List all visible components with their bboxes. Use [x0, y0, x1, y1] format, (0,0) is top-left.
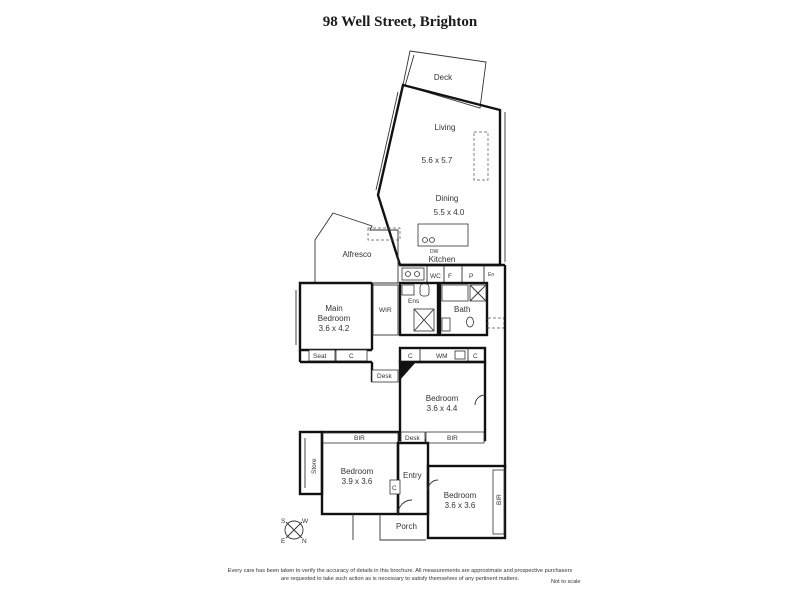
dining-size: 5.5 x 4.0 — [434, 208, 465, 217]
bath-vanity — [441, 317, 451, 332]
alfresco-outline — [314, 212, 399, 284]
bedroom-2-door-swing — [474, 394, 486, 406]
bedroom-4-size: 3.6 x 3.6 — [445, 501, 476, 510]
wm-label: WM — [436, 353, 448, 360]
cooktop-burner-2 — [414, 271, 420, 277]
hall-desk — [371, 369, 399, 383]
living-size: 5.6 x 5.7 — [422, 156, 453, 165]
wir-label: WIR — [379, 307, 392, 314]
living-skylight — [473, 131, 489, 181]
laundry-c-right: C — [473, 353, 478, 360]
porch-outline — [379, 514, 426, 541]
island-sink-right — [429, 237, 435, 243]
hall-desk-label: Desk — [377, 373, 393, 380]
compass-n: N — [302, 538, 307, 545]
bath-room-walls — [438, 281, 489, 337]
ensuite-vanity — [401, 284, 415, 296]
bedroom-2-size: 3.6 x 4.4 — [427, 404, 458, 413]
bedroom-2-bir — [425, 431, 485, 444]
bath-label: Bath — [454, 305, 470, 314]
seat-label: Seat — [313, 353, 327, 360]
bedroom-4-label: Bedroom — [444, 491, 477, 500]
island-sink-left — [422, 237, 428, 243]
disclaimer-line-1: Every care has been taken to verify the … — [227, 568, 573, 574]
entry-cupboard-label: C — [392, 485, 397, 492]
dw-label: DW — [430, 249, 439, 255]
disclaimer-line-2: are requested to take such action as is … — [280, 576, 520, 582]
compass-e: E — [281, 538, 286, 545]
alfresco-label: Alfresco — [343, 250, 372, 259]
bedroom-2-desk-label: Desk — [405, 435, 421, 442]
bedroom-2-label: Bedroom — [426, 394, 459, 403]
disclaimer: Every care has been taken to verify the … — [150, 567, 650, 583]
store-label: Store — [311, 458, 318, 474]
bedroom-3-label: Bedroom — [341, 467, 374, 476]
main-bedroom-size: 3.6 x 4.2 — [319, 324, 350, 333]
compass-s: S — [281, 518, 286, 525]
not-to-scale-note: Not to scale — [551, 579, 581, 585]
porch-label: Porch — [396, 522, 417, 531]
entry-label: Entry — [403, 471, 422, 480]
bath-dashed-closet — [487, 317, 505, 329]
cooktop-burner — [405, 271, 411, 277]
compass-ring — [284, 520, 304, 540]
entry-door-swing — [397, 499, 413, 515]
laundry-c-left: C — [408, 353, 413, 360]
compass-w: W — [302, 518, 309, 525]
deck-outline — [402, 50, 487, 109]
bedroom-4-door-swing — [427, 479, 439, 491]
alfresco-dashed-area — [367, 227, 401, 241]
bedroom-4-walls — [426, 464, 507, 540]
main-bedroom-label-2: Bedroom — [318, 314, 351, 323]
en-label: En — [488, 272, 494, 278]
main-bedroom-label: Main — [325, 304, 342, 313]
dining-label: Dining — [436, 194, 459, 203]
bath-tub — [441, 284, 469, 302]
deck-label: Deck — [434, 73, 453, 82]
living-window-line — [375, 91, 399, 191]
bedroom-3-bir — [322, 432, 399, 444]
cooktop — [401, 267, 425, 281]
deck-inner-line — [404, 54, 415, 87]
bedroom-3-size: 3.9 x 3.6 — [342, 477, 373, 486]
bedroom-2-bir-label: BIR — [447, 435, 458, 442]
ensuite-label: Ens — [408, 298, 420, 305]
compass-needle-2 — [285, 521, 303, 539]
page-title: 98 Well Street, Brighton — [322, 14, 478, 30]
bedroom-3-bir-label: BIR — [354, 435, 365, 442]
bedroom-4-bir-label: BIR — [496, 494, 503, 505]
pantry-label: P — [469, 273, 473, 280]
ensuite-walls — [398, 281, 440, 337]
bedroom-4-bir — [492, 469, 505, 535]
living-label: Living — [435, 123, 456, 132]
bath-shower-x2 — [469, 284, 487, 302]
bath-toilet — [466, 316, 474, 328]
entry-cupboard — [389, 479, 401, 495]
laundry-trough — [454, 350, 466, 360]
main-bedroom-cupboard-label: C — [349, 353, 354, 360]
fridge-label: F — [448, 273, 452, 280]
ensuite-shower-x2 — [413, 308, 435, 332]
wc-label: WC — [430, 273, 441, 280]
kitchen-label: Kitchen — [429, 255, 456, 264]
wir-room — [372, 284, 399, 336]
hall-black-wedge — [400, 362, 416, 380]
compass-icon: S W E N — [281, 518, 309, 545]
ensuite-toilet — [419, 283, 430, 297]
